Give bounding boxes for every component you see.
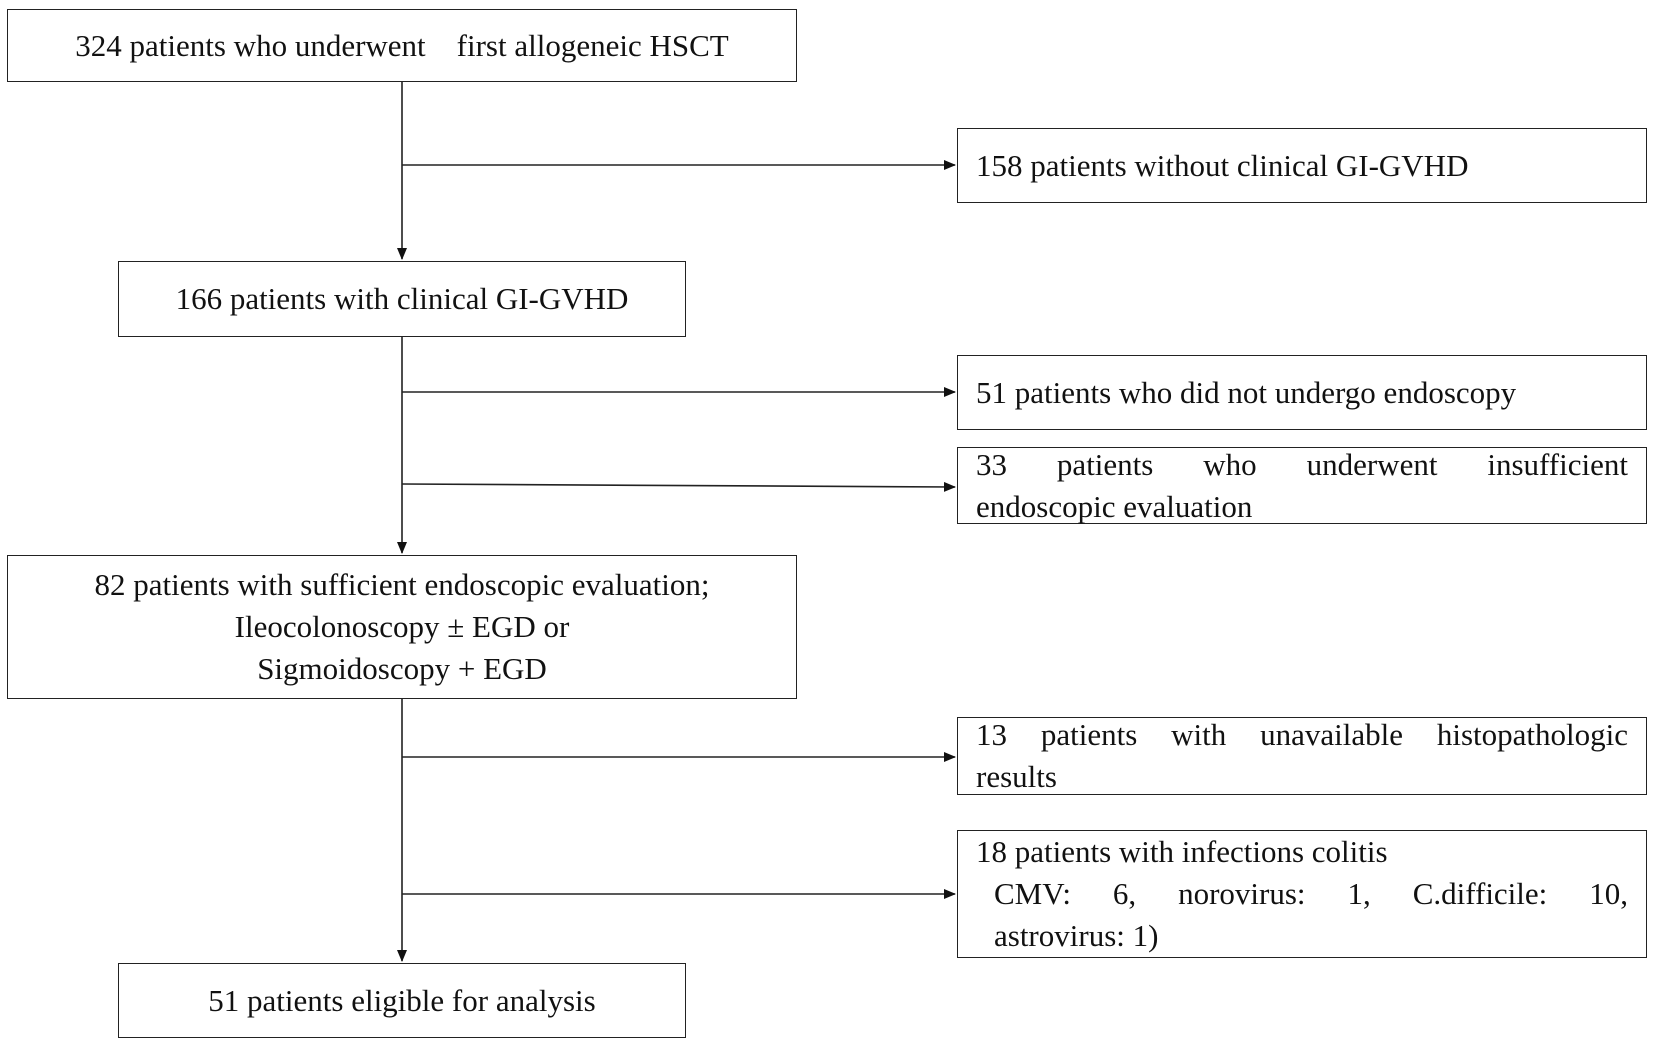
- box-eligible-text: 51 patients eligible for analysis: [208, 982, 596, 1018]
- box-excl-no-gvhd-text: 158 patients without clinical GI-GVHD: [976, 147, 1469, 183]
- box-sufficient: 82 patients with sufficient endoscopic e…: [7, 555, 797, 699]
- box-sufficient-line3: Sigmoidoscopy + EGD: [257, 651, 547, 686]
- box-excl-insufficient: 33 patients who underwent insufficient e…: [957, 447, 1647, 524]
- box-excl-histo-line1: 13 patients with unavailable histopathol…: [976, 717, 1628, 752]
- arrow-excl-insufficient: [401, 481, 956, 492]
- box-excl-insufficient-line2: endoscopic evaluation: [976, 488, 1253, 524]
- box-sufficient-line2: Ileocolonoscopy ± EGD or: [234, 609, 570, 644]
- box-excl-no-endoscopy: 51 patients who did not undergo endoscop…: [957, 355, 1647, 430]
- box-excl-infection: 18 patients with infections colitis CMV:…: [957, 830, 1647, 958]
- box-excl-infection-line1: 18 patients with infections colitis: [976, 834, 1388, 869]
- box-excl-infection-line2: CMV: 6, norovirus: 1, C.difficile: 10,: [994, 876, 1628, 911]
- box-clinical-gvhd: 166 patients with clinical GI-GVHD: [118, 261, 686, 337]
- box-sufficient-line1: 82 patients with sufficient endoscopic e…: [94, 567, 710, 602]
- box-excl-histo: 13 patients with unavailable histopathol…: [957, 717, 1647, 795]
- box-excl-insufficient-line1: 33 patients who underwent insufficient: [976, 446, 1628, 482]
- box-eligible: 51 patients eligible for analysis: [118, 963, 686, 1038]
- box-excl-infection-line3: astrovirus: 1): [994, 918, 1159, 953]
- box-start: 324 patients who underwent first allogen…: [7, 9, 797, 82]
- box-excl-histo-line2: results: [976, 759, 1057, 794]
- box-clinical-gvhd-text: 166 patients with clinical GI-GVHD: [175, 281, 629, 316]
- box-start-text: 324 patients who underwent first allogen…: [75, 27, 729, 63]
- box-excl-no-gvhd: 158 patients without clinical GI-GVHD: [957, 128, 1647, 203]
- box-excl-no-endoscopy-text: 51 patients who did not undergo endoscop…: [976, 374, 1517, 410]
